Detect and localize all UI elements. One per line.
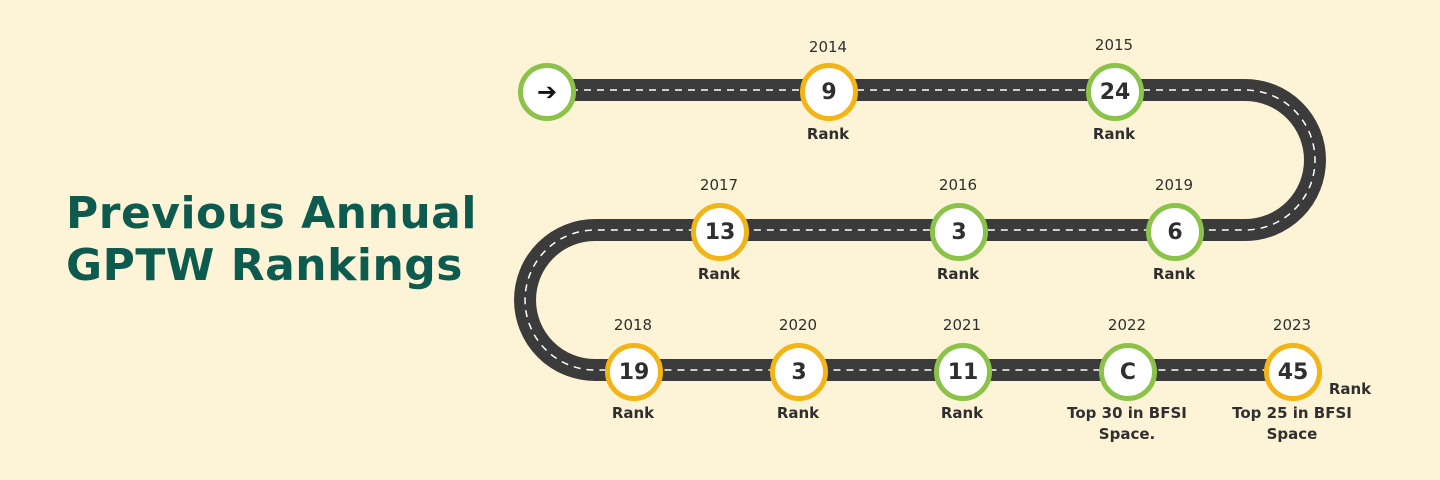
milestone-label: Top 30 in BFSI Space. <box>1067 404 1187 443</box>
milestone-year: 2019 <box>1154 176 1194 194</box>
milestone-year: 2015 <box>1094 36 1134 54</box>
milestone-rank: 6 <box>1146 203 1204 261</box>
milestone-year: 2014 <box>808 38 848 56</box>
milestone-rank: 3 <box>930 203 988 261</box>
title-line-1: Previous Annual <box>66 188 477 239</box>
milestone-rank: 13 <box>691 203 749 261</box>
milestone-label: Rank <box>776 404 820 422</box>
milestone-rank: C <box>1099 343 1157 401</box>
milestone-rank: 3 <box>770 343 828 401</box>
milestone-year: 2021 <box>942 316 982 334</box>
milestone-year: 2017 <box>699 176 739 194</box>
milestone-rank: 24 <box>1086 63 1144 121</box>
start-node: ➔ <box>518 63 576 121</box>
milestone-label: Top 25 in BFSI Space <box>1232 404 1352 443</box>
milestone-rank: 19 <box>605 343 663 401</box>
milestone-label: Rank <box>697 265 741 283</box>
milestone-label: Rank <box>611 404 655 422</box>
arrow-right-icon: ➔ <box>536 78 558 106</box>
page-title: Previous Annual GPTW Rankings <box>66 188 477 292</box>
milestone-label: Rank <box>940 404 984 422</box>
milestone-year: 2016 <box>938 176 978 194</box>
milestone-rank: 45 <box>1264 343 1322 401</box>
milestone-rank: 11 <box>934 343 992 401</box>
title-line-2: GPTW Rankings <box>66 240 463 291</box>
milestone-year: 2018 <box>613 316 653 334</box>
milestone-year: 2022 <box>1107 316 1147 334</box>
milestone-rank: 9 <box>800 63 858 121</box>
milestone-label: Rank <box>806 125 850 143</box>
milestone-label: Rank <box>936 265 980 283</box>
milestone-year: 2020 <box>778 316 818 334</box>
milestone-label: Rank <box>1092 125 1136 143</box>
milestone-label: Rank <box>1152 265 1196 283</box>
milestone-side-label: Rank <box>1328 380 1372 398</box>
milestone-year: 2023 <box>1272 316 1312 334</box>
